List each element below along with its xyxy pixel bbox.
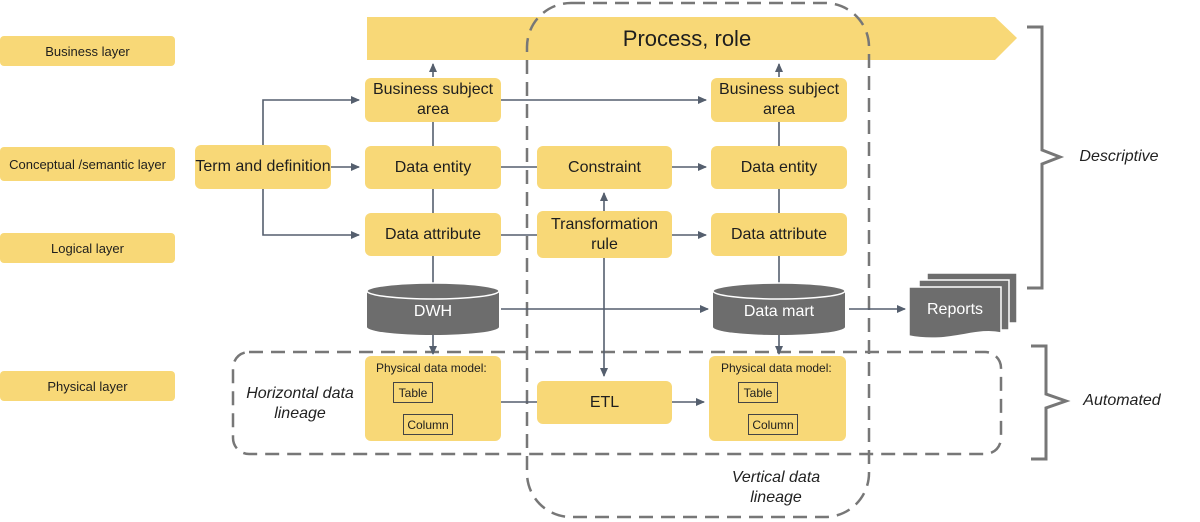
pdm-left-column-tag: Column — [403, 414, 453, 435]
pdm-right-column-tag: Column — [748, 414, 798, 435]
pdm-left-table-tag: Table — [393, 382, 433, 403]
datamart-database-icon — [712, 282, 846, 335]
term-to-attribute-connector — [262, 189, 360, 239]
layer-label-business: Business layer — [0, 36, 175, 66]
constraint-box: Constraint — [537, 146, 672, 189]
etl-box: ETL — [537, 381, 672, 424]
pdm-right-title: Physical data model: — [721, 361, 832, 375]
reports-label: Reports — [926, 301, 984, 318]
term-to-bsa-connector — [262, 96, 360, 145]
pdm-right-table-tag: Table — [738, 382, 778, 403]
data-entity-right: Data entity — [711, 146, 847, 189]
layer-label-physical: Physical layer — [0, 371, 175, 401]
descriptive-label: Descriptive — [1079, 148, 1159, 165]
dwh-database-icon — [366, 282, 500, 335]
automated-brace — [1031, 344, 1071, 461]
vertical-lineage-region — [525, 1, 871, 519]
business-subject-area-right: Business subject area — [711, 78, 847, 122]
dwh-label: DWH — [413, 303, 453, 320]
layer-label-conceptual: Conceptual /semantic layer — [0, 147, 175, 181]
reports-document-icon — [908, 272, 1018, 339]
vertical-lineage-label: Vertical data lineage — [731, 469, 821, 506]
business-subject-area-left: Business subject area — [365, 78, 501, 122]
process-banner-label: Process, role — [622, 25, 752, 51]
horizontal-lineage-label: Horizontal data lineage — [246, 385, 354, 422]
datamart-label: Data mart — [743, 303, 815, 320]
pdm-left-title: Physical data model: — [376, 361, 487, 375]
layer-label-logical: Logical layer — [0, 233, 175, 263]
process-banner-arrow — [367, 17, 1017, 60]
data-attribute-right: Data attribute — [711, 213, 847, 256]
data-attribute-left: Data attribute — [365, 213, 501, 256]
descriptive-brace — [1027, 25, 1065, 290]
horizontal-lineage-region — [231, 350, 1003, 456]
term-definition-box: Term and definition — [195, 145, 331, 189]
data-entity-left: Data entity — [365, 146, 501, 189]
transformation-rule-box: Transformation rule — [537, 211, 672, 258]
automated-label: Automated — [1083, 392, 1161, 409]
